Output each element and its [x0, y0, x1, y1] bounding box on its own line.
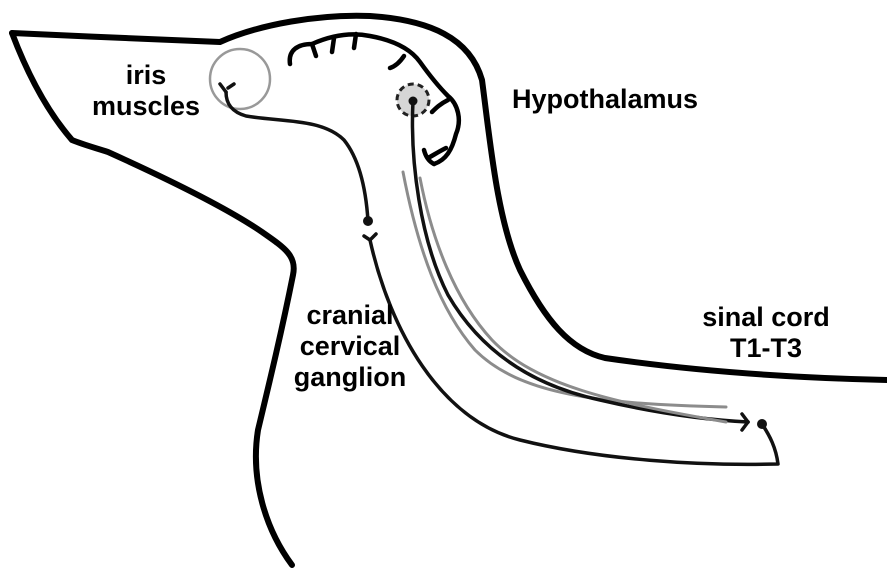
brain: [290, 34, 459, 164]
postganglionic-axon: [226, 92, 368, 221]
iris-muscles-label: iris muscles: [78, 60, 214, 122]
descending-tract-inner-gray: [403, 172, 726, 407]
eye: [210, 49, 270, 109]
brain-gyrus-3: [354, 34, 356, 48]
brain-gyrus-5: [432, 100, 448, 112]
brain-gyrus-4: [390, 56, 404, 68]
descending-tract-outer-gray: [420, 178, 726, 422]
iris-nerve-ending: [220, 84, 226, 92]
ganglion-synapse-fork-right: [370, 234, 376, 240]
eye-circle: [210, 49, 270, 109]
descending-tract-axon: [412, 101, 748, 422]
iris-nerve-branch: [228, 84, 234, 88]
central-pathway: [403, 101, 748, 422]
brain-gyrus-2: [332, 38, 334, 52]
spinal-cord-label: sinal cord T1-T3: [678, 302, 854, 364]
hypothalamus-label: Hypothalamus: [512, 84, 698, 115]
cranial-cervical-ganglion-label: cranial cervical ganglion: [268, 300, 432, 393]
brain-gyrus-1: [312, 44, 316, 56]
